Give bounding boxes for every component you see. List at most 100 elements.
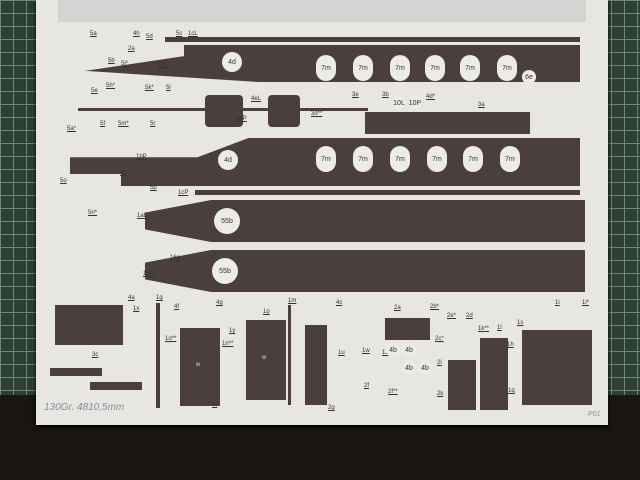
part-1h	[522, 330, 592, 405]
part-label: 1z	[382, 350, 389, 356]
corner-mark: P01	[588, 411, 601, 418]
part-label: 2l	[437, 360, 442, 366]
part-label: 5e	[91, 88, 98, 94]
part-label: 1k**	[478, 326, 490, 332]
part-label: 1i*	[582, 300, 590, 306]
part-55b: 55b	[214, 208, 240, 234]
part-1k	[480, 338, 508, 410]
part-label: 5o	[60, 178, 67, 184]
part-7m: 7m	[500, 146, 520, 172]
part-7m: 7m	[460, 55, 480, 81]
part-label: 1aP	[143, 271, 154, 277]
part-2c-block	[448, 360, 476, 410]
part-2a-block	[385, 318, 430, 340]
part-label: 4g	[216, 300, 223, 306]
part-label: 4eL	[251, 96, 262, 102]
part-strip-1cP	[195, 190, 580, 195]
part-label: 1g	[156, 295, 163, 301]
part-label: 5m*	[118, 121, 129, 127]
part-label: 5k*	[145, 85, 154, 91]
part-label: 1u	[338, 350, 345, 356]
part-label: 4eP	[236, 116, 247, 122]
part-label: 5i*	[121, 61, 129, 67]
part-3c-b	[90, 382, 142, 390]
part-label: 2a	[128, 46, 135, 52]
part-1g	[156, 303, 160, 408]
part-label-w: w	[196, 362, 201, 368]
part-label: 2g	[328, 405, 335, 411]
part-label: 1i	[555, 300, 560, 306]
part-label: 2b*	[430, 304, 440, 310]
part-label: 1y	[229, 328, 236, 334]
part-3a	[365, 112, 530, 134]
part-4b: 4b	[402, 343, 416, 357]
part-7m: 7m	[316, 55, 336, 81]
part-4eP-plate	[205, 95, 243, 127]
part-7m: 7m	[425, 55, 445, 81]
part-2l-set	[305, 325, 327, 405]
part-label: 5p	[150, 185, 157, 191]
part-label: 3d**	[311, 111, 323, 117]
part-label: 5a	[90, 31, 97, 37]
part-label: 16a	[170, 255, 181, 261]
part-4b: 4b	[402, 361, 416, 375]
handwritten-note: 130Gr. 4810,5mm	[44, 402, 125, 413]
part-7m: 7m	[463, 146, 483, 172]
part-label: 1bL	[158, 62, 169, 68]
part-label: 3c	[92, 352, 99, 358]
part-label: 1n**	[222, 341, 234, 347]
part-label: 2f	[364, 383, 370, 389]
part-4d-second: 4d	[218, 150, 238, 170]
part-label: 5h*	[106, 83, 116, 89]
part-label: 1s	[517, 320, 524, 326]
part-label: 5c	[176, 31, 183, 37]
part-label: 1o**	[165, 336, 177, 342]
part-7m: 7m	[390, 55, 410, 81]
part-label: 3e	[352, 92, 359, 98]
part-label: 4h	[133, 31, 140, 37]
part-label: 5b	[108, 58, 115, 64]
part-label: 5a*	[67, 126, 77, 132]
part-label: 1h	[507, 342, 514, 348]
part-label: 5n*	[88, 210, 98, 216]
part-label: 4d*	[426, 94, 436, 100]
part-label: 1q	[508, 388, 515, 394]
part-strip-1cL	[165, 37, 580, 42]
part-7m: 7m	[390, 146, 410, 172]
part-label: 2d	[466, 313, 473, 319]
part-7m: 7m	[353, 146, 373, 172]
part-4d-top: 4d	[222, 52, 242, 72]
part-1m	[288, 305, 291, 405]
part-label-w: w	[262, 355, 267, 361]
part-7m: 7m	[316, 146, 336, 172]
part-label: 2f**	[388, 389, 398, 395]
part-3c-a	[50, 368, 102, 376]
part-label: 1m	[288, 298, 297, 304]
part-label: 2a	[394, 305, 401, 311]
part-label: 1p	[263, 309, 270, 315]
part-10L: 10L	[392, 96, 406, 110]
part-label: 2k	[437, 391, 444, 397]
part-7m: 7m	[427, 146, 447, 172]
paper-top-fold	[58, 0, 586, 22]
part-4a	[55, 305, 123, 345]
part-7m: 7m	[497, 55, 517, 81]
part-label: 1x	[133, 306, 140, 312]
part-4eL-plate	[268, 95, 300, 127]
part-label: 1bP	[136, 154, 147, 160]
part-4b: 4b	[386, 343, 400, 357]
part-label: 3a	[478, 102, 485, 108]
part-label: 5d	[146, 34, 153, 40]
part-label: 1l	[497, 325, 502, 331]
part-label-ez: ez	[120, 170, 127, 176]
part-label: 4f	[174, 304, 180, 310]
part-label: 2c*	[435, 336, 444, 342]
part-label: 5f	[100, 121, 106, 127]
part-label: 5l	[166, 85, 171, 91]
part-4b: 4b	[418, 361, 432, 375]
part-7m: 7m	[353, 55, 373, 81]
part-label: 1w	[362, 348, 370, 354]
part-10P: 10P	[408, 96, 422, 110]
part-label: 1cL	[188, 31, 198, 37]
part-label: 4c	[336, 300, 343, 306]
